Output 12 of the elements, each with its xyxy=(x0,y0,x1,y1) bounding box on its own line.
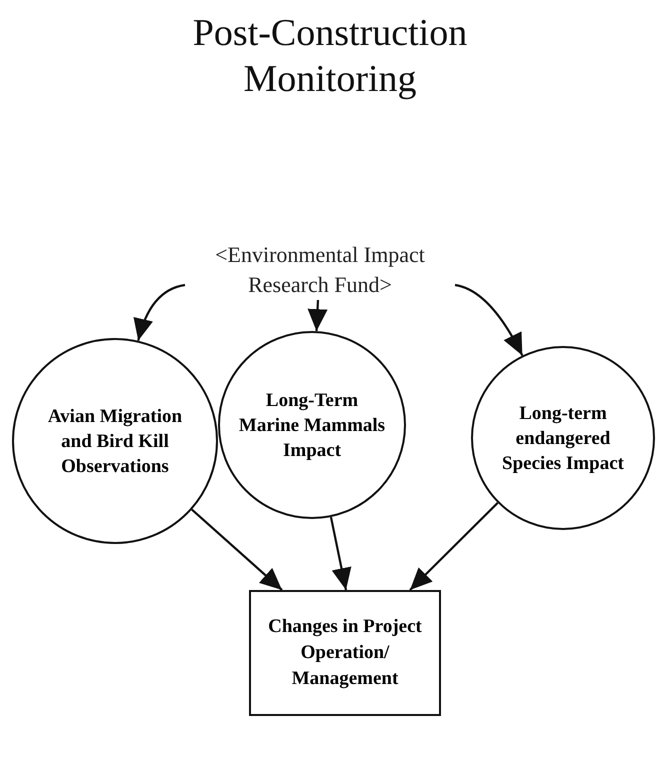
arrow xyxy=(330,516,352,590)
outcome-box: Changes in Project Operation/ Management xyxy=(249,590,441,716)
arrow xyxy=(191,508,283,591)
arrow xyxy=(454,284,524,356)
impact-circle: Long-Term Marine Mammals Impact xyxy=(218,331,406,519)
arrow xyxy=(134,284,186,341)
arrow xyxy=(308,300,328,332)
diagram-title: Post-Construction Monitoring xyxy=(192,11,468,102)
fund-label: <Environmental Impact Research Fund> xyxy=(185,240,455,300)
impact-circle: Long-term endangered Species Impact xyxy=(471,346,655,530)
impact-circle: Avian Migration and Bird Kill Observations xyxy=(12,338,218,544)
arrow xyxy=(409,502,498,591)
